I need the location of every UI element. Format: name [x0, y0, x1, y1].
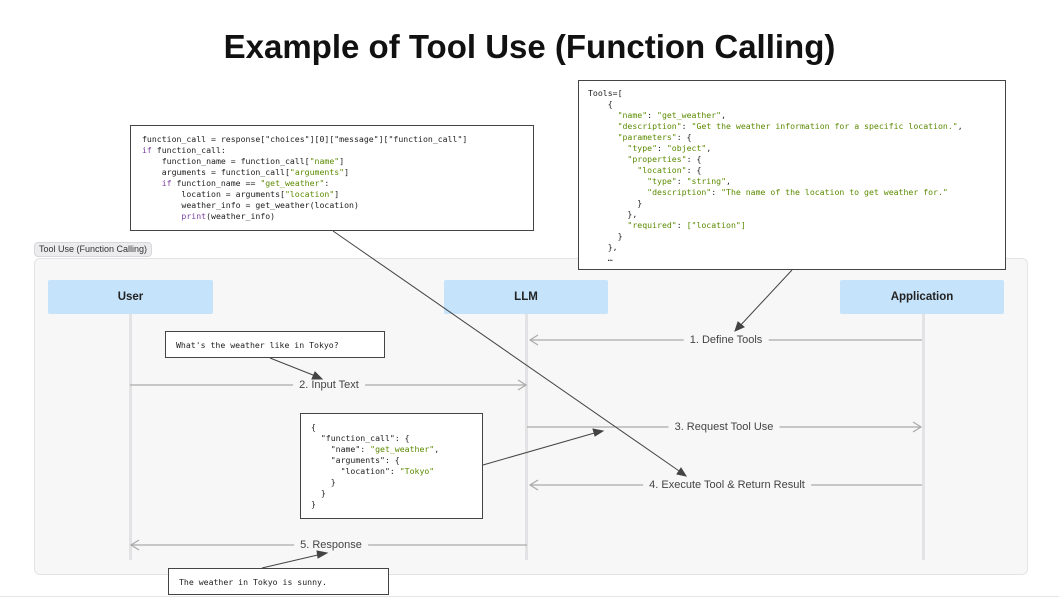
- message-request-tool-use: 3. Request Tool Use: [668, 421, 780, 433]
- note-response: The weather in Tokyo is sunny.: [168, 568, 389, 595]
- user-question-text: What's the weather like in Tokyo?: [176, 340, 339, 350]
- connector-handler-to-execute: [332, 230, 683, 474]
- note-user-question: What's the weather like in Tokyo?: [165, 331, 385, 358]
- bottom-divider: [0, 596, 1059, 597]
- handler-code: function_call = response["choices"][0]["…: [142, 134, 468, 221]
- frame-label: Tool Use (Function Calling): [34, 242, 153, 257]
- connector-tools-to-define: [737, 269, 793, 329]
- function-call-code: { "function_call": { "name": "get_weathe…: [311, 422, 440, 509]
- message-response: 5. Response: [294, 539, 368, 551]
- actor-application: Application: [840, 280, 1004, 314]
- code-box-function-call: { "function_call": { "name": "get_weathe…: [300, 413, 483, 519]
- response-text: The weather in Tokyo is sunny.: [179, 577, 327, 587]
- lifeline-application: [922, 314, 925, 560]
- tools-code: Tools=[ { "name": "get_weather", "descri…: [588, 88, 963, 263]
- message-input-text: 2. Input Text: [293, 379, 365, 391]
- diagram-title: Example of Tool Use (Function Calling): [223, 28, 836, 65]
- lifeline-user: [129, 314, 132, 560]
- code-box-function-handler: function_call = response["choices"][0]["…: [130, 125, 534, 231]
- connector-response-to-arrow: [261, 553, 323, 569]
- message-define-tools: 1. Define Tools: [683, 334, 769, 346]
- connector-call-to-request: [482, 431, 599, 466]
- actor-llm: LLM: [444, 280, 608, 314]
- code-box-tools-definition: Tools=[ { "name": "get_weather", "descri…: [578, 80, 1006, 270]
- message-execute-tool: 4. Execute Tool & Return Result: [643, 479, 811, 491]
- connector-question-to-input: [269, 357, 319, 378]
- actor-user: User: [48, 280, 213, 314]
- lifeline-llm: [525, 314, 528, 560]
